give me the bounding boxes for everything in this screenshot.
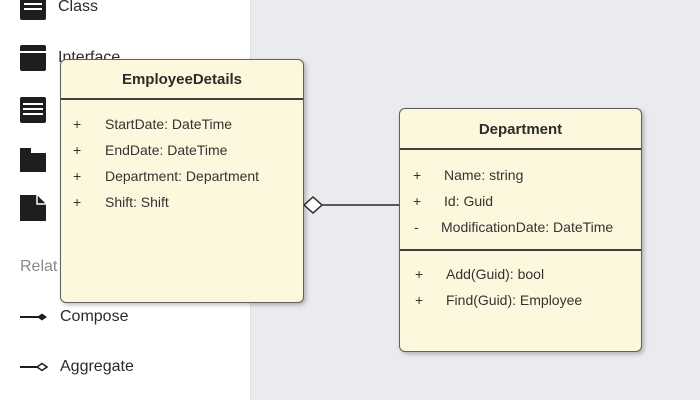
attribute-text: EndDate: DateTime (105, 142, 228, 158)
palette-item-enumeration[interactable] (20, 95, 58, 125)
attribute-text: Department: Department (105, 168, 260, 184)
attribute-row[interactable]: + EndDate: DateTime (61, 137, 303, 163)
attribute-row[interactable]: + Id: Guid (400, 188, 641, 214)
visibility-marker: + (413, 167, 422, 183)
attribute-text: Shift: Shift (105, 194, 169, 210)
class-name: Department (400, 109, 641, 150)
attribute-text: Id: Guid (444, 193, 494, 209)
attribute-text: ModificationDate: DateTime (441, 219, 614, 235)
palette-item-compose[interactable]: Compose (20, 302, 128, 332)
visibility-marker: + (73, 116, 82, 132)
compose-icon (20, 304, 48, 330)
palette-item-label: Aggregate (60, 358, 134, 375)
attribute-text: Name: string (444, 167, 524, 183)
employee-details-class[interactable]: EmployeeDetails + StartDate: DateTime + … (60, 59, 304, 303)
attributes-compartment: + Name: string + Id: Guid - Modification… (400, 150, 641, 246)
palette-item-label: Compose (60, 308, 129, 325)
interface-icon (20, 45, 46, 71)
note-icon (20, 195, 46, 221)
visibility-marker: + (73, 194, 82, 210)
compartment-divider (400, 249, 641, 251)
palette-item-aggregate[interactable]: Aggregate (20, 352, 134, 382)
visibility-marker: - (414, 219, 419, 235)
class-icon (20, 0, 46, 20)
attribute-row[interactable]: + Name: string (400, 162, 641, 188)
aggregate-icon (20, 354, 49, 380)
enum-icon (20, 97, 46, 123)
attribute-row[interactable]: + StartDate: DateTime (61, 111, 303, 137)
visibility-marker: + (413, 193, 422, 209)
relations-section-label: Relat (20, 258, 58, 275)
attribute-row[interactable]: + Department: Department (61, 163, 303, 189)
visibility-marker: + (415, 292, 424, 308)
aggregation-diamond-icon (302, 195, 324, 215)
operation-text: Add(Guid): bool (446, 266, 545, 282)
palette-item-package[interactable] (20, 144, 58, 174)
package-icon (20, 146, 46, 172)
palette-item-label: Class (58, 0, 99, 15)
palette-item-note[interactable] (20, 193, 58, 223)
department-class[interactable]: Department + Name: string + Id: Guid - M… (399, 108, 642, 352)
visibility-marker: + (415, 266, 424, 282)
visibility-marker: + (73, 168, 82, 184)
attributes-compartment: + StartDate: DateTime + EndDate: DateTim… (61, 100, 303, 215)
visibility-marker: + (73, 142, 82, 158)
attribute-text: StartDate: DateTime (105, 116, 233, 132)
operations-compartment: + Add(Guid): bool + Find(Guid): Employee (400, 251, 641, 313)
operation-row[interactable]: + Add(Guid): bool (400, 261, 641, 287)
operation-row[interactable]: + Find(Guid): Employee (400, 287, 641, 313)
attribute-row[interactable]: + Shift: Shift (61, 189, 303, 215)
operation-text: Find(Guid): Employee (446, 292, 583, 308)
attribute-row[interactable]: - ModificationDate: DateTime (400, 214, 641, 240)
class-name: EmployeeDetails (61, 60, 303, 100)
palette-item-class[interactable]: Class (20, 0, 98, 22)
